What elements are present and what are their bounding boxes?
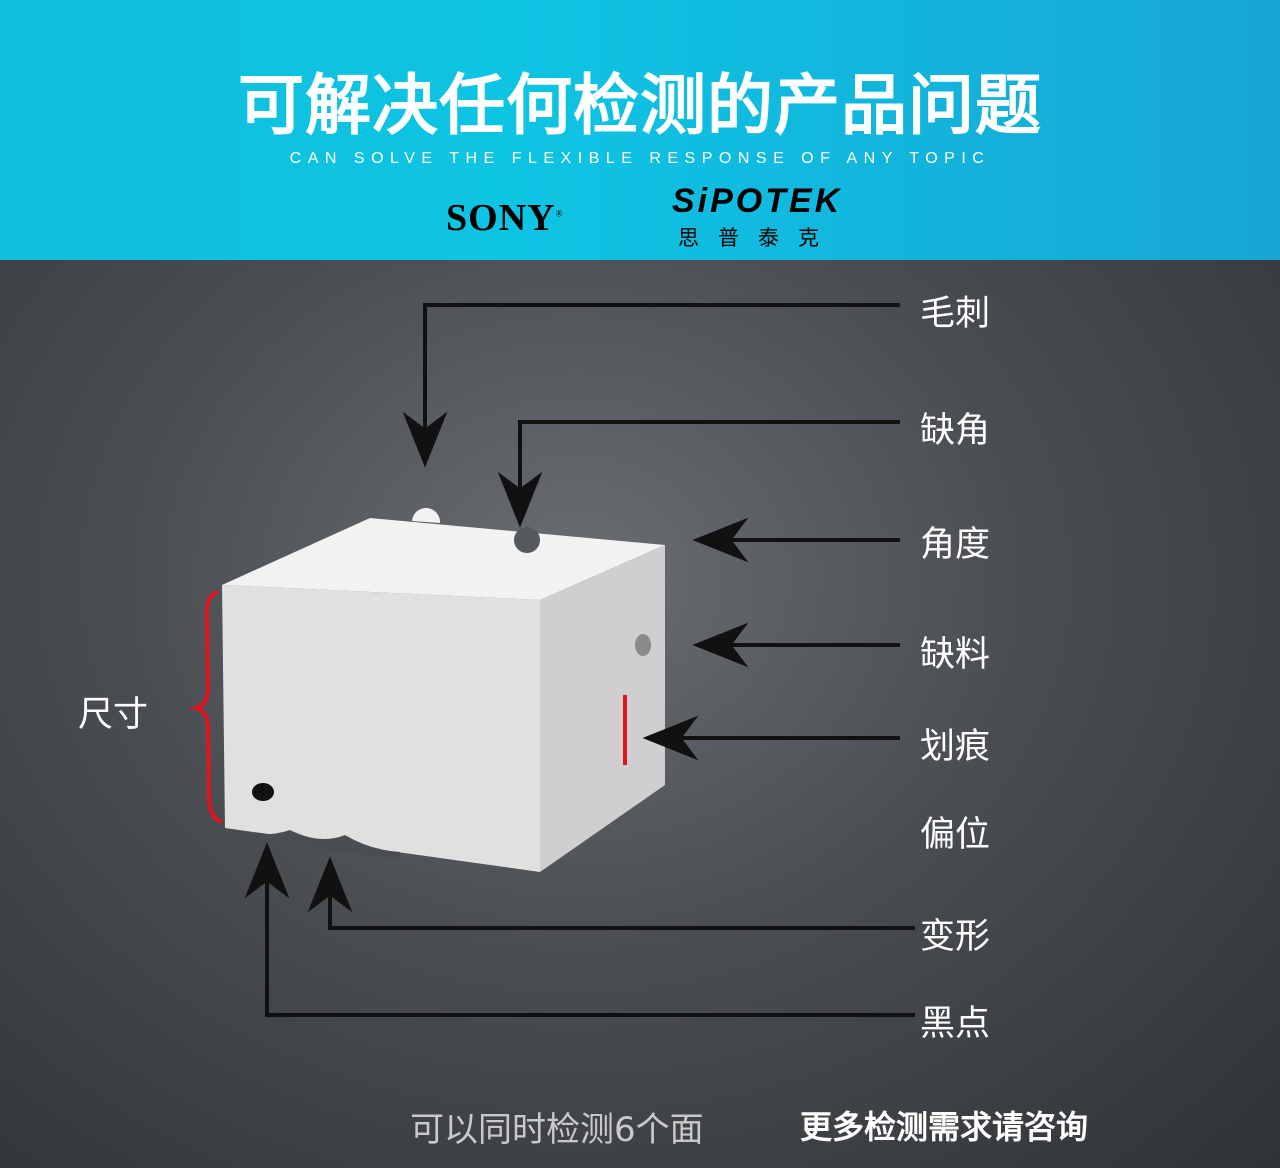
cube-right-face: [540, 545, 665, 872]
cube: [222, 507, 665, 872]
page-subtitle: CAN SOLVE THE FLEXIBLE RESPONSE OF ANY T…: [289, 150, 991, 167]
defect-label-deform: 变形: [920, 917, 991, 957]
defect-label-missing: 缺料: [920, 635, 991, 675]
size-bracket: [188, 590, 223, 824]
page-title: 可解决任何检测的产品问题: [238, 67, 1042, 144]
arrow-deform: [307, 856, 915, 930]
header-banner: 可解决任何检测的产品问题 CAN SOLVE THE FLEXIBLE RESP…: [0, 0, 1280, 260]
sipotek-logo: SiPOTEK: [672, 182, 843, 220]
defect-label-angle: 角度: [920, 525, 991, 565]
defect-label-offset: 偏位: [920, 815, 991, 855]
cube-front-face: [222, 585, 540, 872]
missing-material-hole: [635, 634, 651, 656]
burr-bump: [412, 507, 441, 523]
footer-six-faces: 可以同时检测6个面: [410, 1110, 704, 1150]
defect-label-chip: 缺角: [920, 411, 991, 451]
black-spot: [252, 783, 274, 801]
cube-top-face: [222, 518, 665, 600]
sony-logo: SONY®: [446, 197, 564, 239]
sipotek-logo-cn: 思普泰克: [678, 226, 838, 250]
defect-label-burr: 毛刺: [920, 294, 991, 334]
deformation-edge: [225, 828, 400, 860]
defect-label-scratch: 划痕: [920, 727, 991, 767]
defect-label-blackspot: 黑点: [920, 1004, 991, 1044]
size-label: 尺寸: [78, 695, 149, 735]
arrow-blackspot: [244, 842, 915, 1017]
footer-contact: 更多检测需求请咨询: [800, 1108, 1089, 1146]
arrow-burr: [402, 303, 900, 468]
arrow-chip: [497, 420, 900, 528]
chip-notch: [514, 527, 540, 553]
